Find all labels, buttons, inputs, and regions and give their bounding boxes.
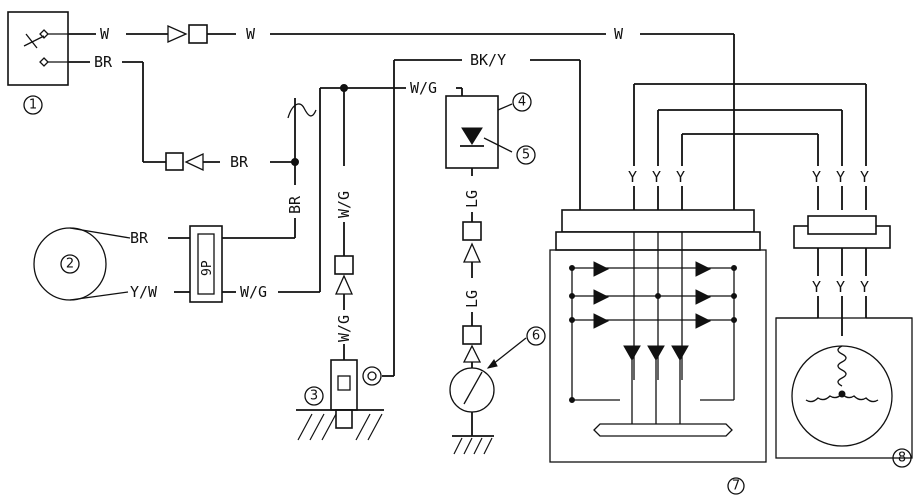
label-w-g-top: W/G — [410, 79, 437, 97]
label-w-g-lower: W/G — [335, 315, 353, 342]
label-lg-1: LG — [463, 190, 481, 208]
connector-9p: 9P — [189, 225, 223, 303]
stator-connector — [793, 215, 891, 336]
wire-bk-y — [530, 59, 581, 210]
label-y-9: Y — [860, 278, 869, 296]
label-y-4: Y — [812, 168, 821, 186]
wire-w-top — [68, 24, 735, 210]
stator: 8 — [775, 317, 913, 468]
wire-br — [68, 61, 317, 239]
ignition-switch — [7, 11, 69, 86]
svg-text:7: 7 — [732, 479, 740, 494]
diode-unit: 4 5 — [445, 92, 536, 169]
label-y-5: Y — [836, 168, 845, 186]
svg-text:6: 6 — [532, 329, 540, 344]
label-lg-2: LG — [463, 290, 481, 308]
label-w-g-conn: W/G — [240, 283, 267, 301]
label-w-2: W — [246, 25, 256, 43]
callout-1: 1 — [23, 95, 43, 115]
label-w-3: W — [614, 25, 624, 43]
stator-leads — [633, 83, 867, 210]
svg-text:2: 2 — [66, 257, 74, 272]
svg-text:8: 8 — [898, 451, 906, 466]
svg-text:3: 3 — [310, 389, 318, 404]
svg-text:1: 1 — [29, 98, 37, 113]
label-br-1: BR — [94, 53, 113, 71]
label-br-4: BR — [130, 229, 149, 247]
label-y-w: Y/W — [130, 283, 158, 301]
label-br-3: BR — [286, 195, 304, 214]
label-bk-y: BK/Y — [470, 51, 506, 69]
svg-text:4: 4 — [518, 95, 526, 110]
svg-text:9P: 9P — [200, 260, 215, 276]
wire-w-g — [222, 59, 463, 377]
oil-pressure-switch: 3 — [296, 359, 384, 441]
label-y-6: Y — [860, 168, 869, 186]
label-w-g-vert: W/G — [335, 191, 353, 218]
label-y-3: Y — [676, 168, 685, 186]
label-w-1: W — [100, 25, 110, 43]
svg-text:5: 5 — [522, 148, 530, 163]
regulator-rectifier: 7 — [549, 209, 767, 495]
label-y-2: Y — [652, 168, 661, 186]
label-y-8: Y — [836, 278, 845, 296]
component-2: 2 — [33, 227, 131, 301]
label-br-2: BR — [230, 153, 249, 171]
label-y-7: Y — [812, 278, 821, 296]
label-y-1: Y — [628, 168, 637, 186]
wire-lg — [462, 168, 482, 368]
neutral-switch: 6 — [449, 326, 546, 455]
